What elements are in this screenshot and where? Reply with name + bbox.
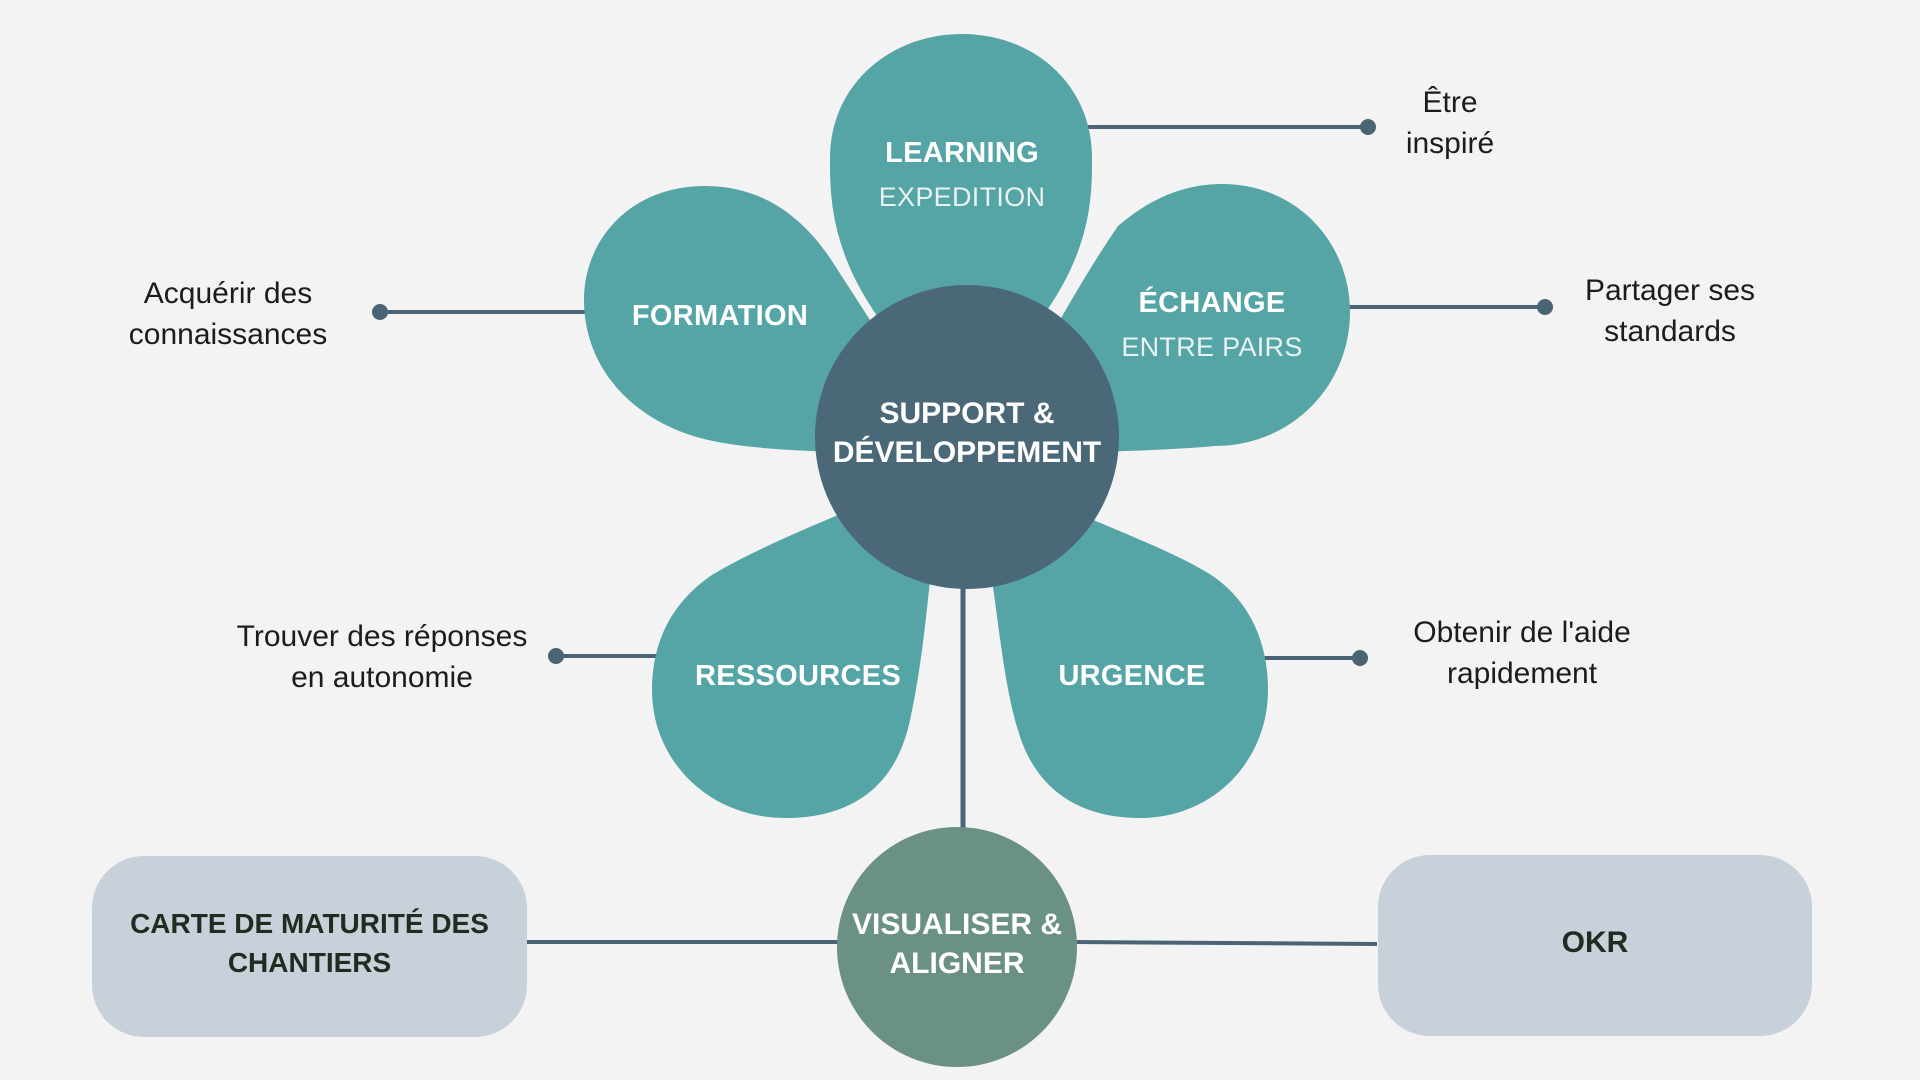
petal-urgence[interactable] <box>992 510 1268 818</box>
petal-ressources-title: RESSOURCES <box>694 660 902 692</box>
petal-echange-title: ÉCHANGE <box>1138 287 1286 319</box>
bottom-circle-label-line1: VISUALISER & <box>851 908 1063 941</box>
note-ressources: Trouver des réponses en autonomie <box>222 616 542 698</box>
petals <box>584 34 1350 818</box>
note-echange-line1: Partager ses <box>1584 274 1756 307</box>
petal-formation[interactable] <box>584 186 870 452</box>
center-circle[interactable] <box>815 285 1119 589</box>
right-box-label-text: OKR <box>1561 926 1629 959</box>
connector-dots <box>372 119 1553 666</box>
note-learning-line1: Être <box>1422 86 1478 119</box>
petal-urgence-title: URGENCE <box>1058 660 1206 692</box>
note-formation-line2: connaissances <box>128 318 328 351</box>
right-box[interactable] <box>1378 855 1812 1036</box>
note-learning: Être inspiré <box>1350 82 1550 164</box>
connector-right-box <box>1074 940 1378 946</box>
petal-learning-title: LEARNING <box>885 137 1039 169</box>
note-formation: Acquérir des connaissances <box>103 273 353 355</box>
bottom-circle-label: VISUALISER & ALIGNER <box>842 905 1072 983</box>
bottom-circle[interactable] <box>837 827 1077 1067</box>
note-ressources-line1: Trouver des réponses <box>236 620 528 653</box>
petal-formation-title: FORMATION <box>631 300 809 332</box>
bottom-circle-label-line2: ALIGNER <box>889 947 1025 980</box>
center-label-line2: DÉVELOPPEMENT <box>832 436 1102 469</box>
left-box-label: CARTE DE MATURITÉ DES CHANTIERS <box>92 904 527 982</box>
note-urgence-line1: Obtenir de l'aide <box>1413 616 1631 649</box>
petal-ressources[interactable] <box>652 510 930 818</box>
dot-echange <box>1537 299 1553 315</box>
note-ressources-line2: en autonomie <box>291 661 473 694</box>
dot-urgence <box>1352 650 1368 666</box>
petal-learning-subtitle: EXPEDITION <box>878 182 1046 212</box>
left-box[interactable] <box>92 856 527 1037</box>
dot-formation <box>372 304 388 320</box>
connectors <box>380 125 1545 946</box>
center-label: SUPPORT & DÉVELOPPEMENT <box>832 394 1102 472</box>
left-box-label-line1: CARTE DE MATURITÉ DES <box>130 908 489 939</box>
dot-learning <box>1360 119 1376 135</box>
center-label-line1: SUPPORT & <box>879 397 1055 430</box>
dot-ressources <box>548 648 564 664</box>
left-box-label-line2: CHANTIERS <box>227 947 392 978</box>
note-echange: Partager ses standards <box>1560 270 1780 352</box>
petal-echange-subtitle: ENTRE PAIRS <box>1121 332 1303 362</box>
note-urgence-line2: rapidement <box>1446 657 1598 690</box>
note-echange-line2: standards <box>1604 315 1736 348</box>
petal-learning[interactable] <box>830 34 1092 320</box>
note-urgence: Obtenir de l'aide rapidement <box>1382 612 1662 694</box>
right-box-label: OKR <box>1378 923 1812 962</box>
note-formation-line1: Acquérir des <box>143 277 313 310</box>
petal-echange[interactable] <box>1060 184 1350 452</box>
note-learning-line2: inspiré <box>1405 127 1495 160</box>
